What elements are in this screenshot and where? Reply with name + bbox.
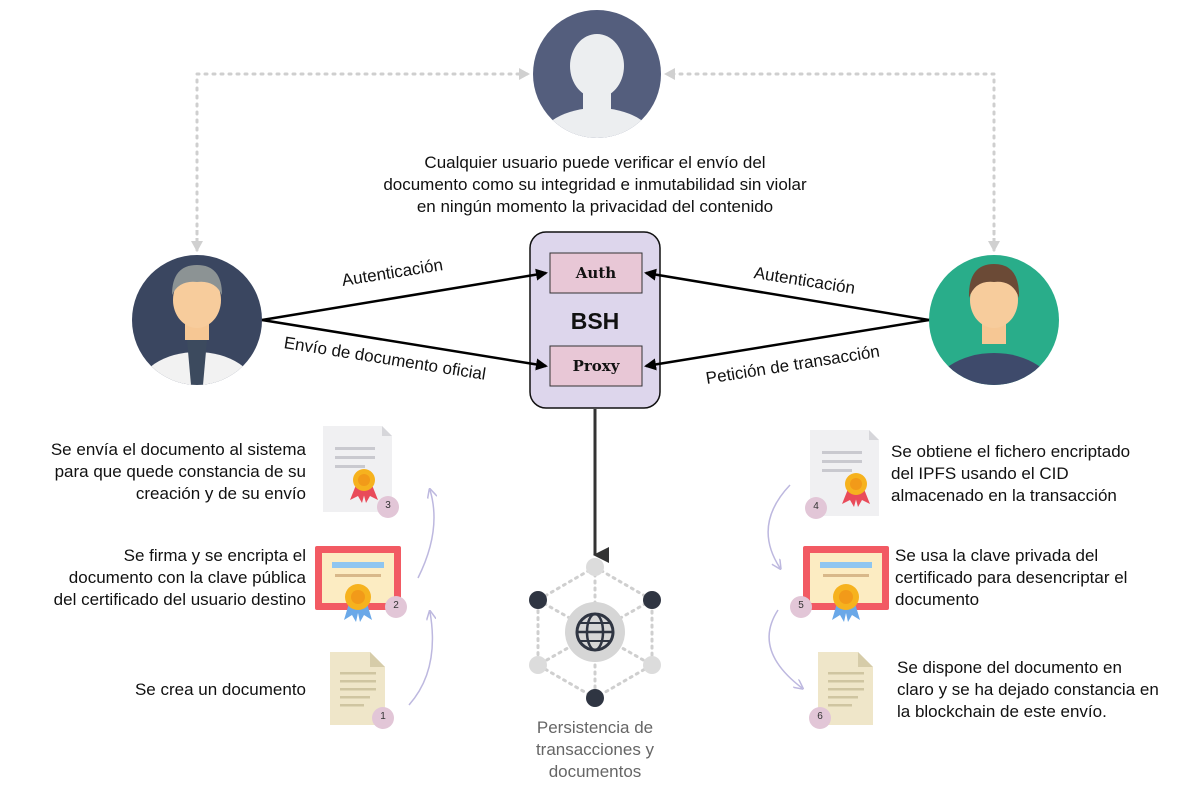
top-note-line: en ningún momento la privacidad del cont…	[416, 197, 774, 216]
verification-links	[195, 68, 996, 252]
step-text-line: Se firma y se encripta el	[123, 546, 306, 565]
document-icon-step-1	[330, 652, 394, 729]
step-text-line: la blockchain de este envío.	[897, 702, 1107, 721]
step-text-line: claro y se ha dejado constancia en	[897, 680, 1159, 699]
sender-avatar-icon	[132, 255, 262, 385]
step-badge-4: 4	[813, 501, 819, 512]
step-text-line: Se obtiene el fichero encriptado	[891, 442, 1131, 461]
step-text-line: almacenado en la transacción	[891, 486, 1117, 505]
step-badge-6: 6	[817, 711, 823, 722]
step-badge-3: 3	[385, 500, 391, 511]
step-text-line: certificado para desencriptar el	[895, 568, 1128, 587]
top-note-line: Cualquier usuario puede verificar el env…	[424, 153, 766, 172]
diploma-icon-step-2	[315, 546, 407, 622]
persistence-line: transacciones y	[535, 740, 655, 759]
proxy-label: Proxy	[572, 357, 620, 375]
persistence-caption: Persistencia de transacciones y document…	[500, 717, 690, 783]
step-text-line: documento con la clave pública	[68, 568, 306, 587]
step-text-line: creación y de su envío	[135, 484, 306, 503]
top-note-line: documento como su integridad e inmutabil…	[383, 175, 807, 194]
step-badge-1: 1	[380, 711, 386, 722]
right-tx-arrow	[644, 318, 930, 371]
step-flow-arrows	[408, 484, 802, 706]
step-text-line: del IPFS usando el CID	[891, 464, 1069, 483]
left-auth-arrow	[261, 268, 548, 322]
certificate-icon-step-4	[805, 430, 879, 519]
step-text-line: para que quede constancia de su	[54, 462, 306, 481]
bsh-label: BSH	[570, 308, 620, 334]
right-step-5-text: Se usa la clave privada del certificado …	[895, 545, 1191, 611]
verifier-avatar-icon	[533, 10, 661, 138]
proxy-box	[549, 345, 643, 387]
left-send-arrow	[261, 318, 548, 371]
receiver-avatar-icon	[929, 255, 1059, 385]
left-step-2-text: Se firma y se encripta el documento con …	[14, 545, 306, 611]
globe-icon	[565, 602, 625, 662]
right-auth-arrow	[644, 268, 930, 322]
step-text-line: Se crea un documento	[134, 680, 306, 699]
verify-link-left	[195, 68, 530, 252]
step-text-line: Se dispone del documento en	[897, 658, 1122, 677]
step-badge-2: 2	[393, 600, 399, 611]
auth-label: Auth	[575, 264, 617, 282]
persistence-line: Persistencia de	[536, 718, 654, 737]
connection-arrows	[261, 268, 930, 371]
right-step-4-text: Se obtiene el fichero encriptado del IPF…	[891, 441, 1191, 507]
left-step-3-text: Se envía el documento al sistema para qu…	[14, 439, 306, 505]
verify-link-right	[664, 68, 996, 252]
document-icon-step-6	[809, 652, 873, 729]
step-text-line: documento	[895, 590, 980, 609]
diploma-icon-step-5	[790, 546, 889, 622]
auth-box	[549, 252, 643, 294]
top-note: Cualquier usuario puede verificar el env…	[300, 152, 890, 218]
step-text-line: del certificado del usuario destino	[53, 590, 306, 609]
blockchain-network-icon	[529, 558, 661, 707]
step-text-line: Se usa la clave privada del	[895, 546, 1099, 565]
left-step-1-text: Se crea un documento	[14, 679, 306, 701]
persistence-line: documentos	[548, 762, 642, 781]
step-badge-5: 5	[798, 600, 804, 611]
right-step-6-text: Se dispone del documento en claro y se h…	[897, 657, 1193, 723]
certificate-icon-step-3	[323, 426, 399, 518]
step-text-line: Se envía el documento al sistema	[50, 440, 306, 459]
